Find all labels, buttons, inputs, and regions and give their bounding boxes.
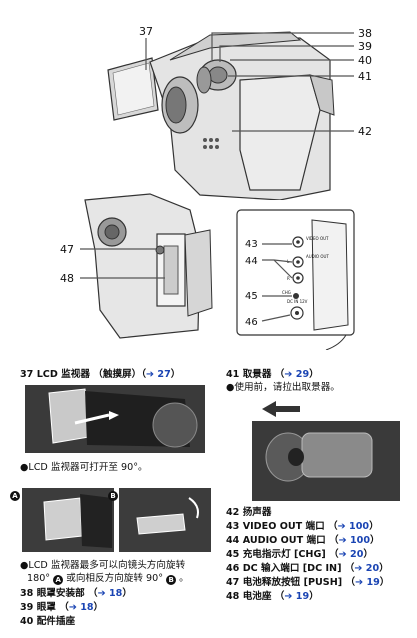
page-link-100a[interactable]: ➔ 100 [337, 521, 370, 532]
item-37: 37 LCD 监视器 （触摸屏）（➔ 27） [20, 369, 181, 380]
item-41: 41 取景器 （➔ 29） [226, 369, 319, 380]
badge-b: B [108, 491, 118, 501]
badge-a-inline: A [53, 575, 64, 585]
item-48: 48 电池座 （➔ 19） [226, 591, 319, 602]
page-link-27[interactable]: ➔ 27 [146, 369, 171, 380]
callout-38: 38 [358, 27, 372, 40]
item-47: 47 电池释放按钮 [PUSH] （➔ 19） [226, 577, 390, 588]
item-45: 45 充电指示灯 [CHG] （➔ 20） [226, 549, 373, 560]
item-46: 46 DC 输入端口 [DC IN] （➔ 20） [226, 563, 389, 574]
page-link-20a[interactable]: ➔ 20 [338, 549, 364, 560]
callout-45: 45 [245, 291, 258, 302]
lcd-open-photo [25, 385, 205, 453]
badge-a: A [10, 491, 20, 501]
label-video-out: VIDEO OUT [306, 236, 329, 241]
callout-41: 41 [358, 70, 372, 83]
viewfinder-pull-photo [252, 397, 400, 501]
callout-42: 42 [358, 125, 372, 138]
page-link-29[interactable]: ➔ 29 [284, 369, 310, 380]
item-43: 43 VIDEO OUT 端口 （➔ 100） [226, 521, 379, 532]
label-dc-in: DC IN 12V [287, 299, 308, 304]
callout-43: 43 [245, 239, 258, 250]
callout-47: 47 [60, 243, 74, 256]
item-40: 40 配件插座 [20, 616, 76, 627]
item-39: 39 眼罩 （➔ 18） [20, 602, 104, 613]
label-audio-out: AUDIO OUT [306, 254, 329, 259]
callout-44: 44 [245, 256, 258, 267]
viewfinder-note: ●使用前，请拉出取景器。 [226, 382, 340, 393]
page-link-19b[interactable]: ➔ 19 [284, 591, 310, 602]
rotate-photo-a [22, 488, 114, 552]
page-link-19a[interactable]: ➔ 19 [355, 577, 380, 588]
item-44: 44 AUDIO OUT 端口 （➔ 100） [226, 535, 380, 546]
callout-39: 39 [358, 40, 372, 53]
rotate-note-line1: ●LCD 监视器最多可以向镜头方向旋转 [20, 560, 186, 571]
chg-lamp [293, 293, 299, 299]
camcorder-rear-illustration: VIDEO OUT AUDIO OUT L R CHG DC IN 12V 47… [60, 193, 355, 350]
camcorder-right-illustration: 37 38 39 40 41 42 [107, 25, 372, 200]
page-link-20b[interactable]: ➔ 20 [354, 563, 380, 574]
label-r: R [287, 276, 290, 281]
battery-release-button [155, 245, 165, 255]
label-chg: CHG [282, 290, 291, 295]
callout-46: 46 [245, 317, 258, 328]
rotate-note-line2: 180° A 或向相反方向旋转 90° B 。 [27, 573, 189, 585]
item-42: 42 扬声器 [226, 507, 272, 518]
callout-40: 40 [358, 54, 372, 67]
page-link-18b[interactable]: ➔ 18 [68, 602, 94, 613]
lcd-open-note: ●LCD 监视器可打开至 90°。 [20, 462, 148, 473]
callout-37: 37 [139, 25, 153, 38]
badge-b-inline: B [166, 575, 177, 585]
page-link-18a[interactable]: ➔ 18 [97, 588, 123, 599]
rotate-photo-b [119, 488, 211, 552]
item-38: 38 眼罩安装部 （➔ 18） [20, 588, 132, 599]
page-link-100b[interactable]: ➔ 100 [338, 535, 370, 546]
callout-48: 48 [60, 272, 74, 285]
